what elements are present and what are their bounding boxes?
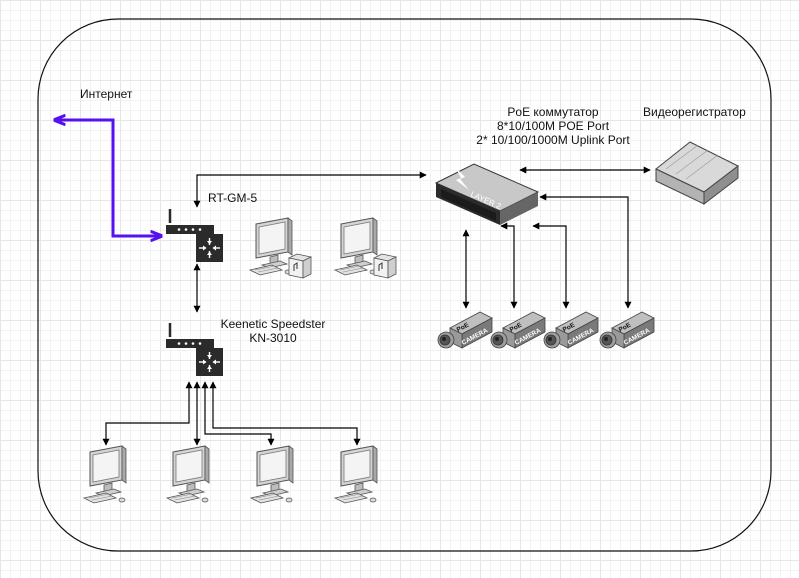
pc-lower-1	[83, 445, 127, 504]
camera-2: PoE CAMERA	[490, 311, 546, 349]
link-switch-camera-2	[500, 222, 518, 309]
pc-lower-4	[334, 445, 378, 504]
label-router-keenetic-line1: Keenetic Speedster	[220, 317, 326, 331]
label-router-keenetic-line2: KN-3010	[249, 331, 297, 345]
label-internet: Интернет	[80, 87, 133, 101]
link-router1-switch	[193, 171, 427, 208]
pc-upper-1	[249, 217, 312, 279]
pc-upper-2	[334, 217, 397, 279]
camera-4: PoE CAMERA	[599, 311, 655, 349]
label-dvr: Видеорегистратор	[643, 105, 746, 119]
link-switch-camera-3	[532, 222, 570, 309]
internet-link	[56, 120, 160, 236]
link-router2-pc-3	[201, 381, 275, 446]
dvr-icon	[655, 141, 739, 206]
label-poe-switch: PoE коммутатор 8*10/100M POE Port 2* 10/…	[458, 105, 648, 147]
link-router2-pc-4	[209, 381, 361, 446]
outer-frame	[37, 18, 772, 552]
camera-3: PoE CAMERA	[543, 311, 599, 349]
label-router-keenetic: Keenetic Speedster KN-3010	[210, 317, 336, 345]
label-router-rt-gm-5: RT-GM-5	[208, 191, 258, 205]
poe-switch-icon: LAYER 2	[434, 163, 540, 225]
link-switch-camera-4	[539, 193, 632, 309]
label-poe-switch-line1: PoE коммутатор	[507, 105, 599, 119]
label-poe-switch-line2: 8*10/100M POE Port	[496, 119, 610, 133]
pc-lower-2	[166, 445, 210, 504]
label-poe-switch-line3: 2* 10/100/1000M Uplink Port	[476, 133, 630, 147]
pc-lower-3	[250, 445, 294, 504]
link-router2-pc-1	[102, 381, 193, 446]
camera-1: PoE CAMERA	[437, 311, 493, 349]
router-rt-gm-5-icon	[164, 207, 225, 264]
